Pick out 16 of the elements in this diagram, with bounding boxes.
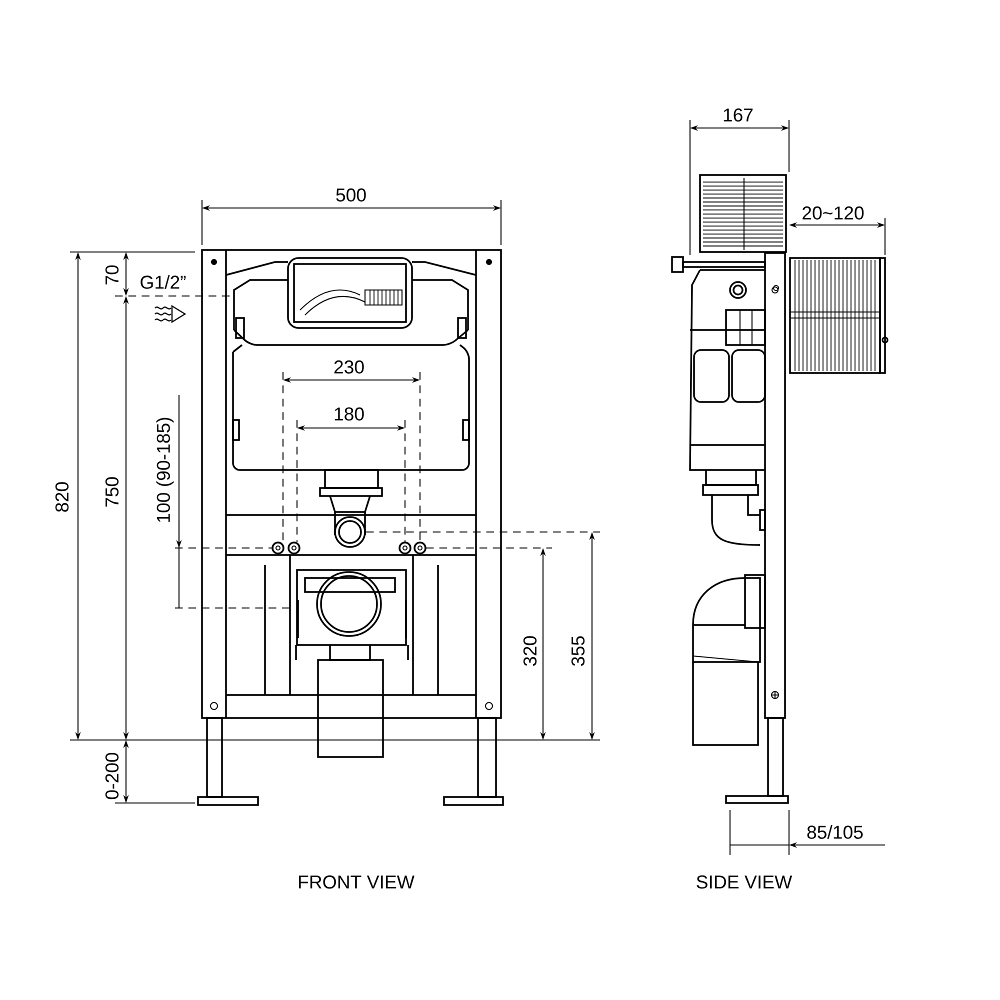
dimension-text: 70 <box>105 265 119 284</box>
dimension-text: 230 <box>334 360 364 374</box>
dimension-text: 500 <box>336 188 366 202</box>
dimension-text: 20~120 <box>802 206 864 220</box>
dimension-text: 85/105 <box>807 825 863 839</box>
dimension-text: 100 (90-185) <box>156 418 174 522</box>
dimension-text: 167 <box>724 108 753 122</box>
thread-label: G1/2” <box>140 275 186 289</box>
view-title: FRONT VIEW <box>299 875 414 889</box>
dimension-text: 180 <box>334 407 364 421</box>
view-title: SIDE VIEW <box>696 875 792 889</box>
dimension-text: 320 <box>523 636 537 666</box>
dimension-text: 0-200 <box>105 752 119 800</box>
dimension-text: 750 <box>105 477 119 507</box>
dimension-text: 355 <box>571 636 585 666</box>
dimension-text: 820 <box>55 482 69 512</box>
